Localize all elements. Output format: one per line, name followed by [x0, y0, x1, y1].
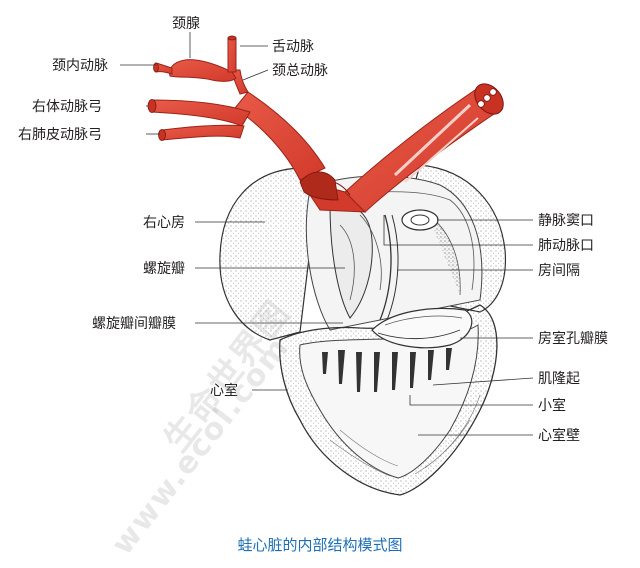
label-muscular-ridge: 肌隆起	[538, 371, 580, 387]
label-lingual-artery: 舌动脉	[272, 39, 314, 55]
label-common-carotid: 颈总动脉	[272, 63, 328, 79]
arterial-trunk-left	[234, 91, 326, 181]
label-small-chamber: 小室	[538, 397, 566, 414]
label-ventricle-wall: 心室壁	[538, 427, 580, 444]
label-pulmonary-artery-opening: 肺动脉口	[538, 238, 594, 254]
label-interatrial-septum: 房间隔	[538, 263, 580, 279]
label-carotid-gland: 颈腺	[172, 16, 200, 32]
label-spiral-interval-valve: 螺旋瓣间瓣膜	[92, 316, 176, 332]
label-sinus-venosus-opening: 静脉窦口	[538, 213, 594, 229]
label-right-systemic-arch: 右体动脉弓	[32, 99, 102, 115]
sinus-venosus-opening	[401, 209, 439, 231]
lingual-artery	[227, 37, 237, 73]
av-valve-shape	[371, 307, 473, 349]
label-ventricle: 心室	[210, 382, 238, 399]
label-right-atrium: 右心房	[143, 215, 185, 231]
label-internal-carotid: 颈内动脉	[52, 58, 108, 74]
muscular-ridges	[322, 348, 452, 392]
label-spiral-valve: 螺旋瓣	[143, 261, 185, 277]
right-pulmocutaneous-arch	[161, 124, 245, 141]
right-systemic-arch	[151, 99, 251, 127]
carotid-gland	[169, 59, 237, 82]
label-right-pulmocutaneous-arch: 右肺皮动脉弓	[18, 127, 102, 143]
common-carotid	[231, 69, 249, 95]
label-av-valve: 房室孔瓣膜	[538, 330, 608, 347]
figure-caption: 蛙心脏的内部结构模式图	[237, 536, 403, 554]
right-atrium	[219, 167, 317, 341]
